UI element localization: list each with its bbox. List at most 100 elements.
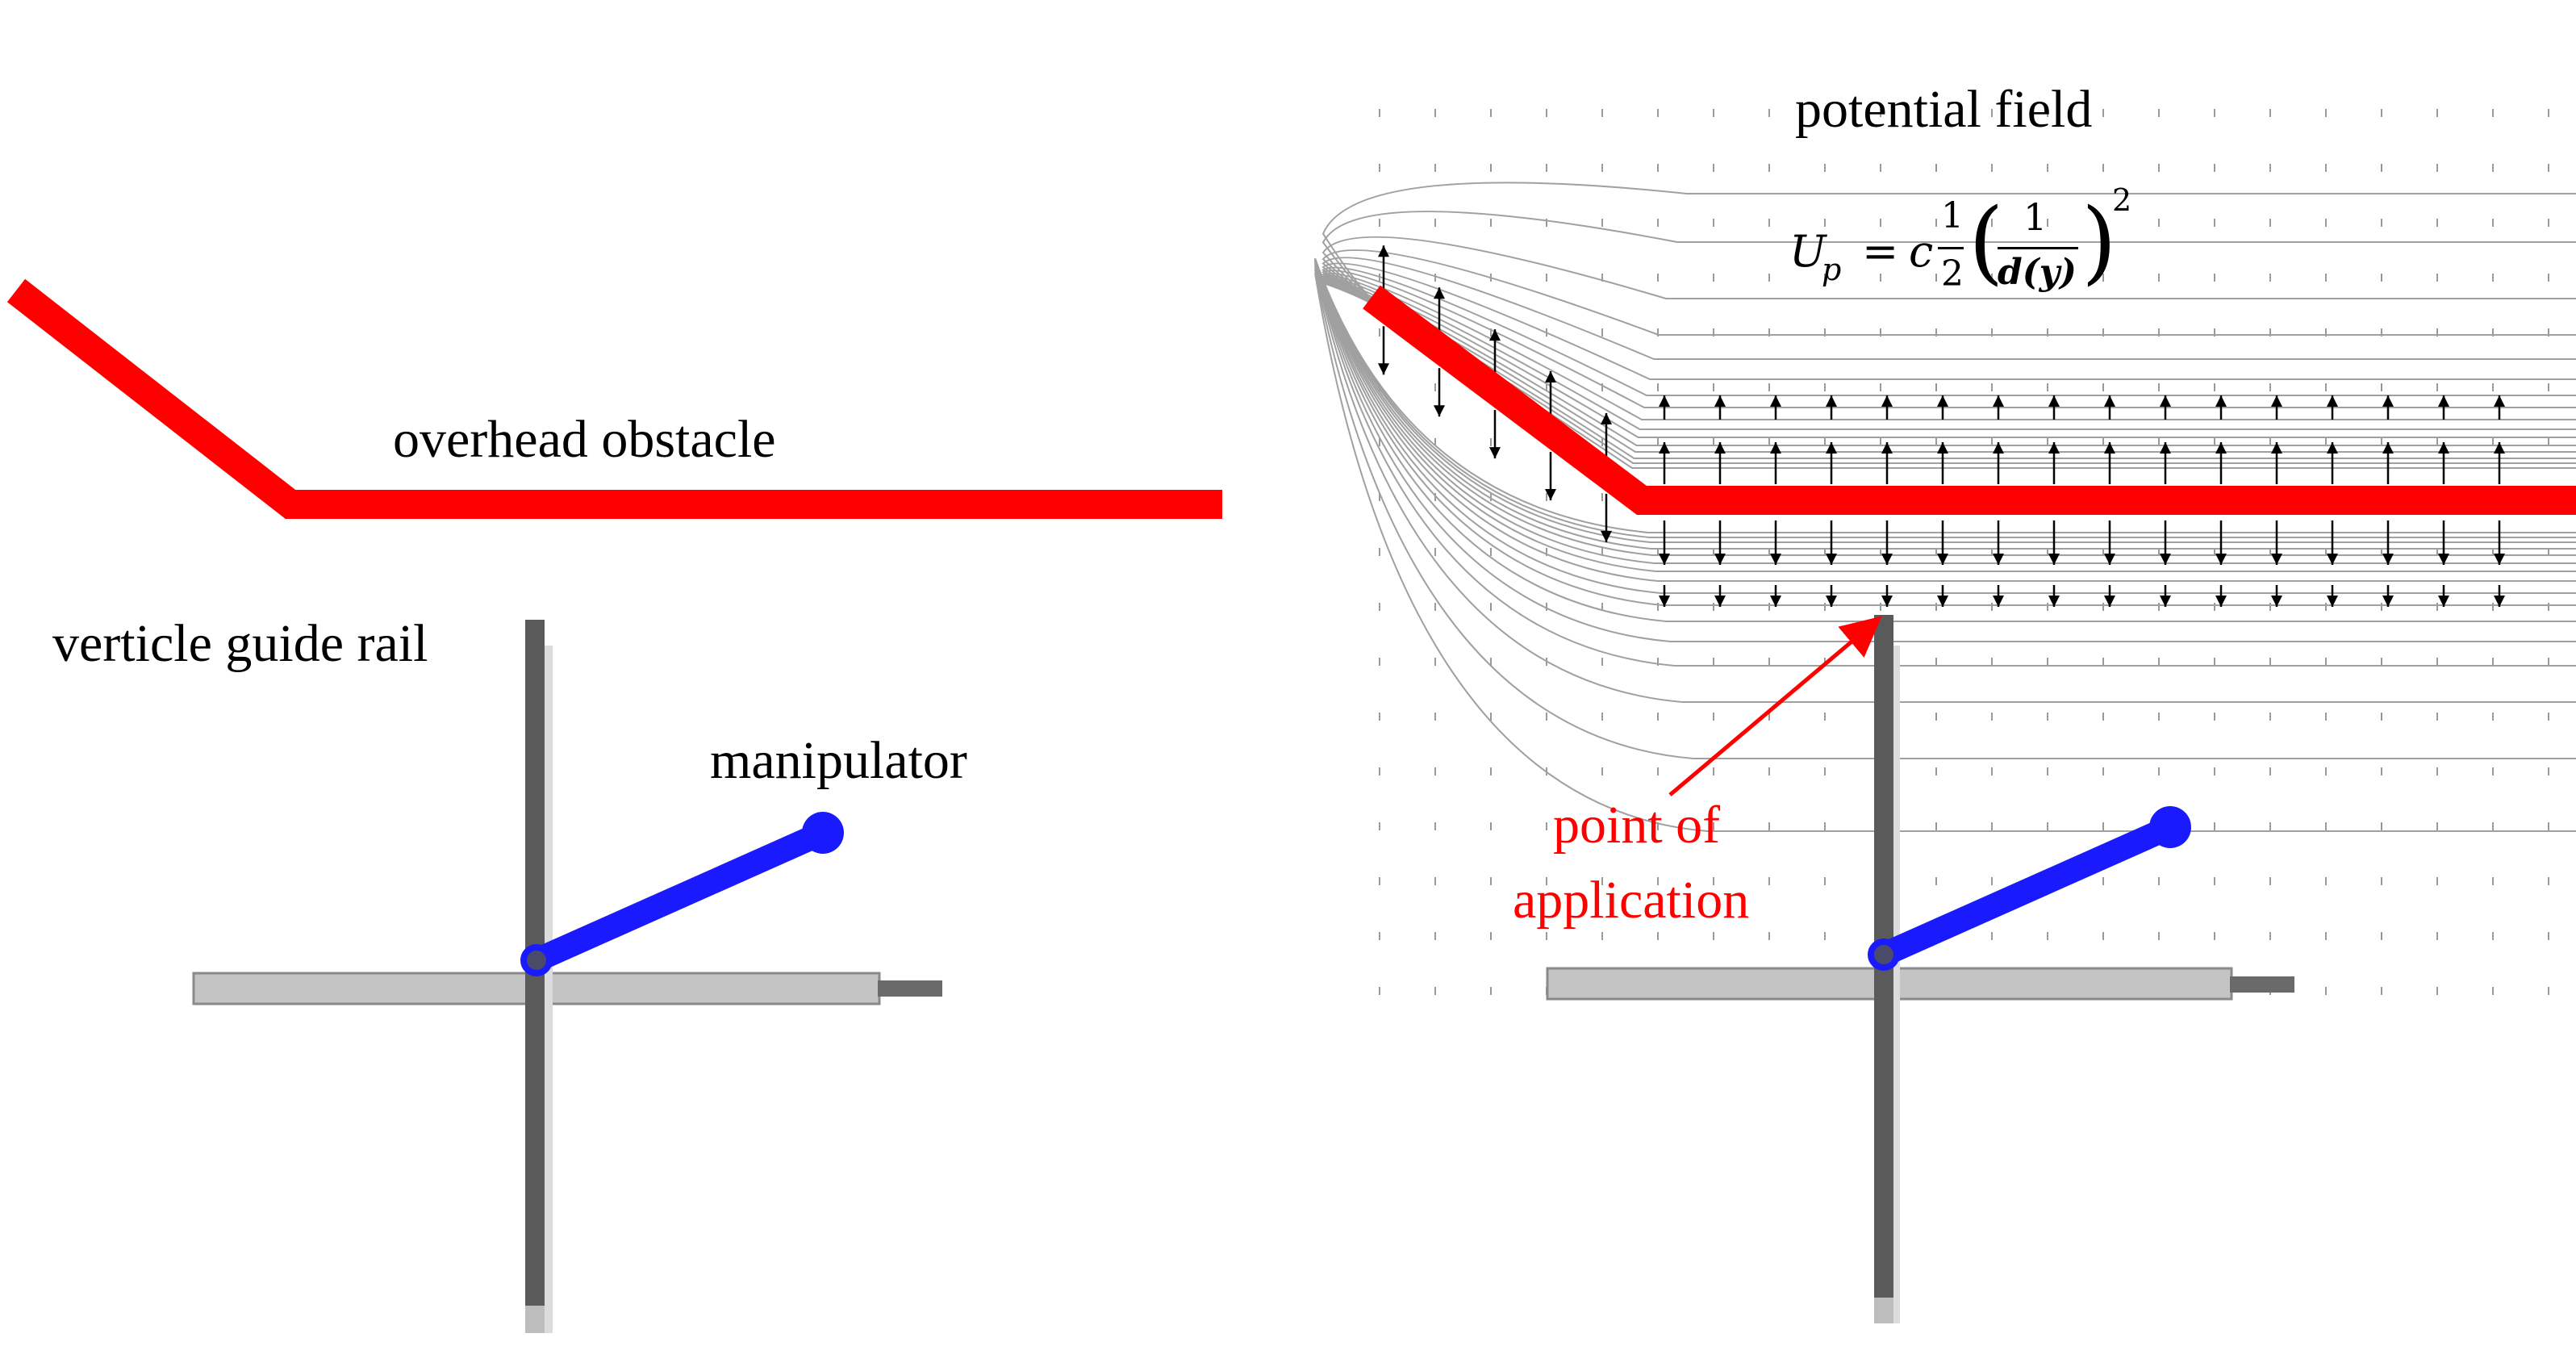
- field-contour-line: [1314, 265, 2576, 667]
- field-contour-line: [1314, 261, 2576, 594]
- field-force-arrows: [1378, 245, 2505, 607]
- force-arrowhead: [1993, 554, 2004, 565]
- force-arrowhead: [1659, 395, 1670, 407]
- force-arrowhead: [1601, 530, 1612, 542]
- point-of-application-arrow: [1668, 616, 1882, 796]
- overhead-obstacle-shape: [6, 278, 1222, 519]
- potential-field-label: potential field: [1795, 80, 2093, 139]
- formula-inner-numerator: 1: [2023, 195, 2048, 239]
- field-contour-line: [1314, 273, 2576, 832]
- formula-inner-denominator: d(y): [1998, 252, 2077, 293]
- force-arrowhead: [2327, 395, 2338, 407]
- field-contour-line: [1314, 266, 2576, 703]
- force-arrowhead: [1937, 554, 1948, 565]
- force-arrowhead: [2048, 554, 2060, 565]
- force-arrowhead: [1434, 405, 1445, 417]
- force-arrowhead: [2327, 442, 2338, 454]
- right-panel: [1314, 109, 2576, 1323]
- force-arrowhead: [2048, 596, 2060, 607]
- force-arrowhead: [1659, 554, 1670, 565]
- field-contour-line: [1314, 269, 2576, 759]
- force-arrowhead: [2048, 442, 2060, 454]
- force-arrowhead: [2104, 442, 2115, 454]
- force-arrowhead: [1826, 554, 1837, 565]
- manipulator-arm-right: [1868, 806, 2191, 971]
- force-arrowhead: [2327, 554, 2338, 565]
- formula-lhs: U: [1789, 226, 1827, 277]
- force-arrowhead: [2382, 395, 2394, 407]
- force-arrowhead: [2160, 395, 2171, 407]
- force-arrowhead: [2104, 554, 2115, 565]
- force-arrowhead: [2494, 596, 2505, 607]
- force-arrowhead: [2271, 442, 2282, 454]
- manipulator-arm: [520, 812, 844, 976]
- force-arrowhead: [2160, 554, 2171, 565]
- force-arrowhead: [1826, 442, 1837, 454]
- force-arrowhead: [1826, 596, 1837, 607]
- force-arrowhead: [1378, 245, 1389, 257]
- force-arrowhead: [1937, 442, 1948, 454]
- force-arrowhead: [2160, 442, 2171, 454]
- field-contour-line: [1314, 258, 2576, 543]
- force-arrowhead: [2215, 596, 2227, 607]
- force-arrowhead: [2494, 442, 2505, 454]
- field-contour-line: [1314, 261, 2576, 606]
- field-contour-line: [1314, 260, 2576, 582]
- field-contour-line: [1314, 262, 2576, 622]
- force-arrowhead: [2494, 554, 2505, 565]
- horizontal-rail-right: [1546, 967, 2294, 1001]
- formula-lhs-subscript: p: [1822, 252, 1842, 287]
- force-arrowhead: [1881, 442, 1893, 454]
- overhead-obstacle-label: overhead obstacle: [393, 410, 776, 469]
- force-arrowhead: [2271, 554, 2282, 565]
- force-arrowhead: [1937, 395, 1948, 407]
- force-arrowhead: [1378, 363, 1389, 375]
- force-arrowhead: [1881, 395, 1893, 407]
- force-arrowhead: [2104, 596, 2115, 607]
- field-contour-line: [1314, 260, 2576, 572]
- field-contour-line: [1314, 259, 2576, 556]
- force-arrowhead: [1714, 442, 1726, 454]
- force-arrowhead: [1993, 395, 2004, 407]
- field-contour-line: [1321, 211, 2576, 314]
- field-contour-line: [1314, 259, 2576, 564]
- force-arrowhead: [1993, 442, 2004, 454]
- force-arrowhead: [1489, 329, 1501, 341]
- point-of-application-label-2: application: [1513, 871, 1750, 930]
- force-arrowhead: [2438, 395, 2449, 407]
- force-arrowhead: [1714, 395, 1726, 407]
- potential-field-lines: [1314, 182, 2576, 832]
- field-contour-line: [1314, 263, 2576, 642]
- force-arrowhead: [1993, 596, 2004, 607]
- force-arrowhead: [1770, 442, 1781, 454]
- force-arrowhead: [1770, 596, 1781, 607]
- force-arrowhead: [1770, 554, 1781, 565]
- force-arrowhead: [2494, 395, 2505, 407]
- force-arrowhead: [2048, 395, 2060, 407]
- force-arrowhead: [2438, 554, 2449, 565]
- force-arrowhead: [2104, 395, 2115, 407]
- force-arrowhead: [2215, 395, 2227, 407]
- force-arrowhead: [2215, 442, 2227, 454]
- force-arrowhead: [1937, 596, 1948, 607]
- force-arrowhead: [1659, 442, 1670, 454]
- force-arrowhead: [2438, 442, 2449, 454]
- force-arrowhead: [1826, 395, 1837, 407]
- formula-inner-fraction-bar: [1998, 247, 2078, 249]
- force-arrowhead: [2382, 596, 2394, 607]
- force-arrowhead: [2382, 442, 2394, 454]
- force-arrowhead: [2327, 596, 2338, 607]
- manipulator-label: manipulator: [710, 731, 967, 790]
- formula-exponent: 2: [2112, 182, 2132, 218]
- force-arrowhead: [1545, 488, 1556, 500]
- horizontal-rail: [192, 972, 942, 1005]
- force-arrowhead: [1601, 412, 1612, 424]
- formula-half-denominator: 2: [1941, 253, 1964, 295]
- formula-half-numerator: 1: [1941, 195, 1964, 236]
- vertical-guide-rail-label: verticle guide rail: [52, 614, 428, 673]
- force-arrowhead: [1489, 447, 1501, 459]
- point-of-application-label-1: point of: [1553, 796, 1721, 855]
- force-arrowhead: [2382, 554, 2394, 565]
- field-contour-line: [1314, 258, 2576, 550]
